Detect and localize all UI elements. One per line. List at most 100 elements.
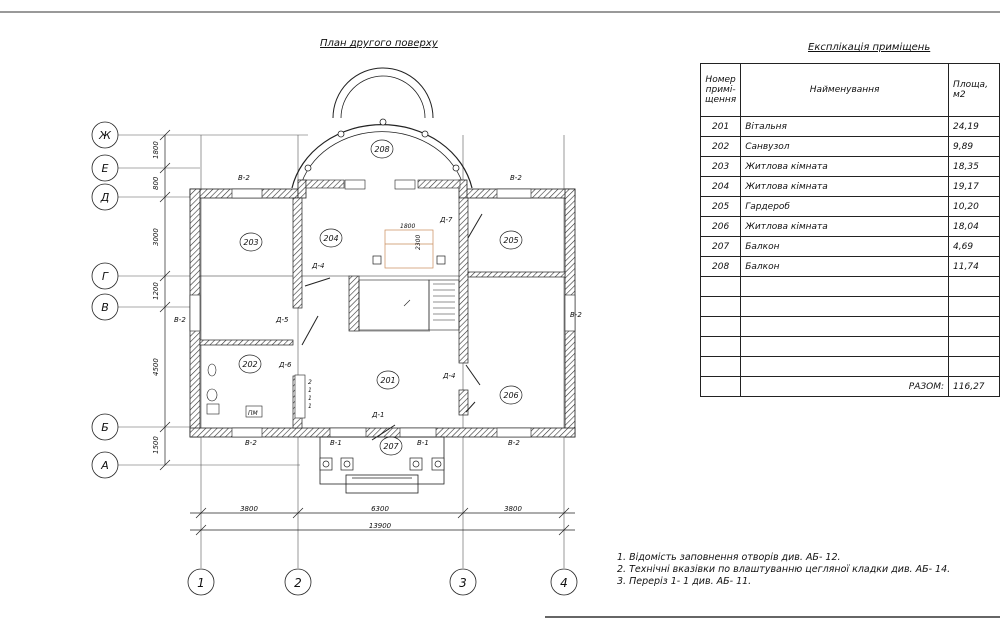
axis-number-bubbles <box>187 568 578 596</box>
dim-800: 800 <box>152 176 160 190</box>
svg-text:1: 1 <box>308 403 312 410</box>
pm-label: ПМ <box>248 410 259 417</box>
room-201: 201 <box>380 376 395 385</box>
table-row: 205 Гардероб 10,20 <box>699 196 1000 217</box>
axis-zh: Ж <box>98 129 112 142</box>
room-204: 204 <box>323 234 338 243</box>
empty-row <box>699 356 1000 377</box>
dim-1500: 1500 <box>152 436 160 454</box>
bottom-dimension-labels: 3800 6300 3800 13900 <box>240 505 522 530</box>
dim-4500: 4500 <box>152 358 160 376</box>
dim-3000: 3000 <box>152 228 160 246</box>
svg-text:Д-1: Д-1 <box>371 411 384 419</box>
total-value: 116,27 <box>948 376 1000 397</box>
table-row: 202 Санвузол 9,89 <box>699 136 1000 157</box>
dome-arc-outer <box>332 67 434 119</box>
room-206: 206 <box>503 391 518 400</box>
void-outline <box>384 229 434 269</box>
plan-title: План другого поверху <box>320 38 438 49</box>
table-row: 207 Балкон 4,69 <box>699 236 1000 257</box>
svg-text:1: 1 <box>308 395 312 402</box>
svg-text:В-1: В-1 <box>417 439 429 447</box>
empty-row <box>699 276 1000 297</box>
bay-wall-segments <box>305 179 461 189</box>
staircase <box>358 279 460 331</box>
axis-d: Д <box>100 191 110 204</box>
room-203: 203 <box>243 238 258 247</box>
header-number: Номер примі-щення <box>699 63 742 117</box>
void-dims: 1800 2300 <box>400 223 422 250</box>
table-row: 204 Житлова кімната 19,17 <box>699 176 1000 197</box>
table-row: 201 Вітальня 24,19 <box>699 116 1000 137</box>
dim-bottom-3800-left: 3800 <box>240 505 258 513</box>
room-label-circles <box>238 139 523 456</box>
axis-4: 4 <box>560 576 568 590</box>
note-1: 1. Відомість заповнення отворів див. АБ-… <box>617 552 841 563</box>
window-labels: В-2 В-2 В-2 В-2 В-2 В-2 В-1 В-1 <box>174 174 582 447</box>
axis-numbers: 1 2 3 4 <box>197 576 568 590</box>
svg-text:В-2: В-2 <box>174 316 186 324</box>
dome-arc-inner <box>340 75 426 119</box>
header-name: Найменування <box>740 63 950 117</box>
vertical-axis-lines <box>200 135 565 568</box>
room-numbers: 208 203 204 205 202 201 206 207 <box>242 145 518 451</box>
table-header-row: Номер примі-щення Найменування Площа, м2 <box>699 63 1000 117</box>
axis-3: 3 <box>459 576 467 590</box>
explication-title: Експлікація приміщень <box>808 42 931 53</box>
svg-text:Д-7: Д-7 <box>439 216 453 224</box>
door-labels: Д-1 Д-4 Д-4 Д-5 Д-6 Д-7 <box>275 216 455 419</box>
left-dimension-labels: 1800 800 3000 1200 4500 1500 <box>152 141 160 454</box>
axis-1: 1 <box>197 576 205 590</box>
total-label: РАЗОМ: <box>740 376 950 397</box>
left-dimension-chain <box>159 129 171 471</box>
notes-block: 1. Відомість заповнення отворів див. АБ-… <box>617 552 950 588</box>
void-columns <box>372 255 446 265</box>
balcony-207-posts <box>319 457 445 471</box>
empty-row <box>699 316 1000 337</box>
dim-total: 13900 <box>369 522 392 530</box>
table-row: 208 Балкон 11,74 <box>699 256 1000 277</box>
svg-text:Д-4: Д-4 <box>442 372 455 380</box>
axis-letters: Ж Е Д Г В Б А <box>98 129 112 472</box>
svg-text:Д-4: Д-4 <box>311 262 324 270</box>
room-208: 208 <box>374 145 389 154</box>
dim-1200: 1200 <box>152 282 160 300</box>
axis-letter-bubbles <box>91 121 119 479</box>
horizontal-axis-lines <box>118 134 308 466</box>
empty-row <box>699 296 1000 317</box>
svg-text:Д-6: Д-6 <box>278 361 292 369</box>
svg-text:В-2: В-2 <box>510 174 522 182</box>
svg-text:В-2: В-2 <box>570 311 582 319</box>
note-3: 3. Переріз 1- 1 див. АБ- 11. <box>617 576 752 587</box>
axis-2: 2 <box>294 576 302 590</box>
explication-table: Номер примі-щення Найменування Площа, м2… <box>699 63 1000 397</box>
axis-b: Б <box>101 421 109 434</box>
dim-1800: 1800 <box>152 141 160 159</box>
bay-columns <box>304 118 460 172</box>
svg-text:Д-5: Д-5 <box>275 316 289 324</box>
axis-a: А <box>100 459 109 472</box>
svg-text:1: 1 <box>308 387 312 394</box>
note-2: 2. Технічні вказівки по влаштуванню цегл… <box>617 564 951 575</box>
axis-h: Г <box>102 270 109 283</box>
bathroom-fixtures <box>206 363 306 419</box>
svg-text:2: 2 <box>308 379 312 386</box>
svg-text:В-2: В-2 <box>508 439 520 447</box>
total-row: РАЗОМ: 116,27 <box>699 376 1000 397</box>
axis-v: В <box>101 301 109 314</box>
bay-arc-inner <box>299 131 465 189</box>
interior-lines <box>200 275 459 332</box>
svg-text:В-2: В-2 <box>245 439 257 447</box>
door-leaves <box>301 213 483 441</box>
svg-text:В-1: В-1 <box>330 439 342 447</box>
dim-bottom-3800-right: 3800 <box>504 505 522 513</box>
bottom-dimension-chain <box>190 507 575 536</box>
svg-text:В-2: В-2 <box>238 174 250 182</box>
dim-1800-inner: 1800 <box>400 223 415 230</box>
table-row: 203 Житлова кімната 18,35 <box>699 156 1000 177</box>
header-area: Площа, м2 <box>948 63 1000 117</box>
window-openings <box>189 179 576 438</box>
room-202: 202 <box>242 360 257 369</box>
room-205: 205 <box>503 236 518 245</box>
